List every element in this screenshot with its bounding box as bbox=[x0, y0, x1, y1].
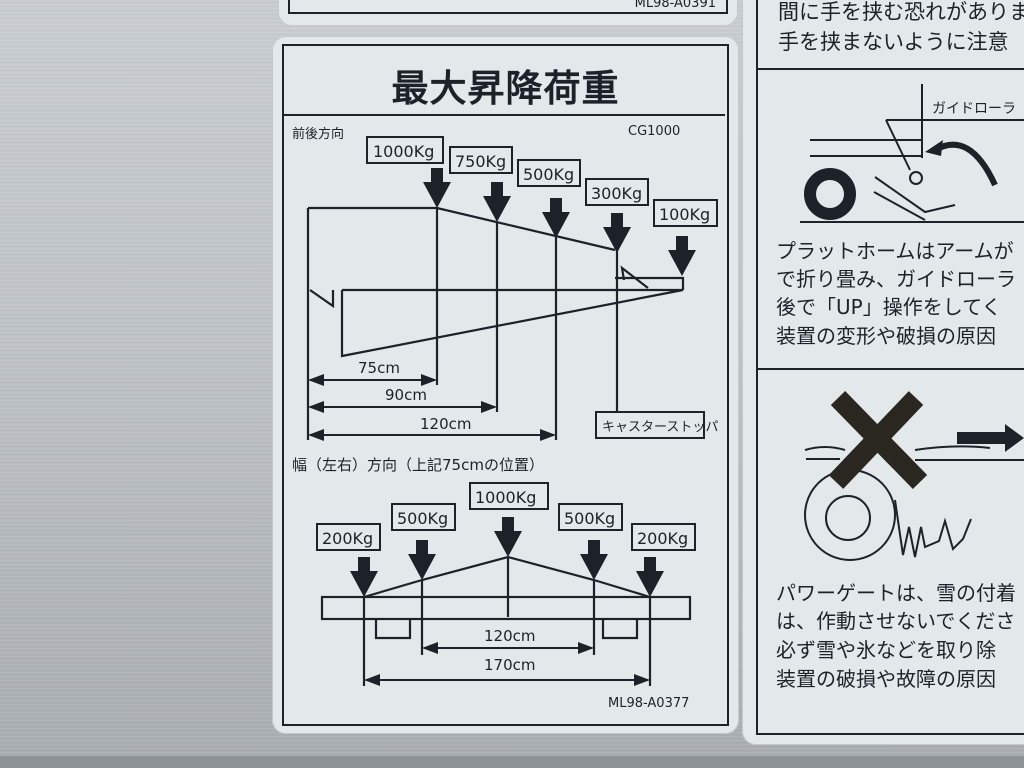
width-load-left-200kg: 200Kg bbox=[322, 529, 373, 548]
width-load-right-200kg: 200Kg bbox=[637, 529, 688, 548]
title-divider bbox=[282, 114, 725, 116]
load-100kg: 100Kg bbox=[659, 205, 710, 224]
fold-line-2: で折り畳み、ガイドローラ bbox=[776, 267, 1016, 291]
caster-stopper-label: キャスターストッパ bbox=[602, 420, 718, 435]
divider-2 bbox=[756, 368, 1024, 370]
top-sticker-frame bbox=[288, 0, 728, 14]
warning-top-line-1: 間に手を挟む恐れがありま bbox=[778, 0, 1024, 24]
snow-line-2: は、作動させないでくださ bbox=[776, 609, 1016, 633]
load-1000kg: 1000Kg bbox=[373, 142, 434, 161]
width-load-center-1000kg: 1000Kg bbox=[475, 488, 536, 507]
tire-icon bbox=[804, 168, 856, 220]
guide-roller-illustration bbox=[800, 84, 1024, 223]
panel-bottom-edge bbox=[0, 756, 1024, 768]
label-title: 最大昇降荷重 bbox=[391, 67, 620, 110]
dim-90cm: 90cm bbox=[385, 386, 427, 404]
model-code: CG1000 bbox=[628, 124, 681, 139]
width-load-right-500kg: 500Kg bbox=[564, 509, 615, 528]
top-sticker: ML98-A0391 bbox=[278, 0, 738, 26]
snow-line-1: パワーゲートは、雪の付着 bbox=[776, 581, 1016, 605]
warning-sticker bbox=[742, 0, 1024, 745]
fold-arrow-icon bbox=[933, 141, 998, 187]
warning-top-line-2: 手を挟まないように注意 bbox=[778, 30, 1009, 54]
load-750kg: 750Kg bbox=[455, 152, 506, 171]
load-500kg: 500Kg bbox=[523, 165, 574, 184]
guide-roller-label: ガイドローラ bbox=[932, 101, 1016, 117]
fold-line-4: 装置の変形や破損の原因 bbox=[776, 324, 996, 348]
snow-line-4: 装置の破損や故障の原因 bbox=[776, 667, 996, 691]
dim-width-170cm: 170cm bbox=[484, 656, 536, 674]
label-code: ML98-A0377 bbox=[608, 696, 690, 711]
prohibited-x-icon bbox=[828, 391, 928, 489]
width-load-left-500kg: 500Kg bbox=[397, 509, 448, 528]
max-load-label: 最大昇降荷重 前後方向 CG1000 幅（左右）方向（上記75cmの位置） ML… bbox=[272, 36, 739, 734]
dim-75cm: 75cm bbox=[358, 359, 400, 377]
load-300kg: 300Kg bbox=[591, 184, 642, 203]
right-arrow-icon bbox=[957, 424, 1024, 452]
front-rear-heading: 前後方向 bbox=[292, 127, 345, 142]
fold-line-1: プラットホームはアームが bbox=[776, 239, 1014, 263]
warning-frame bbox=[756, 0, 1024, 735]
divider-1 bbox=[756, 68, 1024, 70]
width-heading: 幅（左右）方向（上記75cmの位置） bbox=[292, 456, 544, 474]
label-frame bbox=[282, 44, 729, 726]
dim-width-120cm: 120cm bbox=[484, 627, 536, 645]
top-sticker-code: ML98-A0391 bbox=[634, 0, 716, 11]
snow-line-3: 必ず雪や氷などを取り除 bbox=[776, 638, 996, 662]
fold-line-3: 後で「UP」操作をしてく bbox=[776, 295, 1002, 319]
dim-120cm: 120cm bbox=[420, 415, 472, 433]
